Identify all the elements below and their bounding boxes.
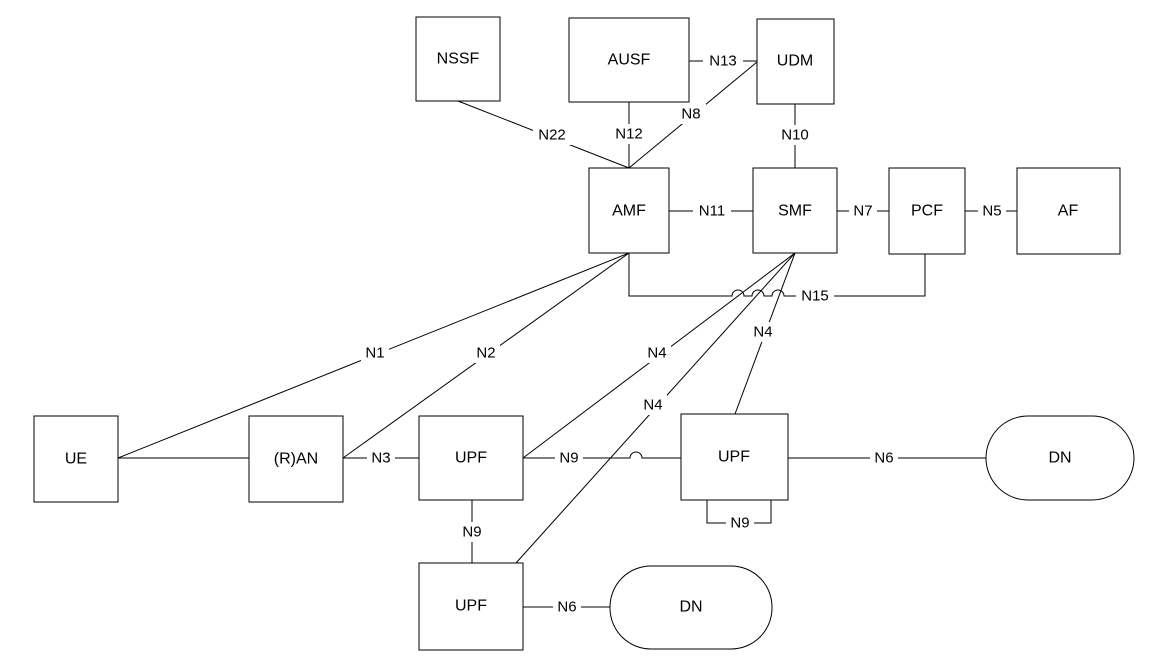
node-ran-label: (R)AN [274, 451, 318, 468]
label-n9-vertical: N9 [462, 524, 481, 541]
node-upf-bottom: UPF [418, 562, 524, 651]
node-upf-right: UPF [680, 413, 789, 501]
nodes: NSSF AUSF UDM AMF SMF PCF AF UE [33, 16, 1135, 651]
label-n9-horizontal: N9 [559, 450, 578, 467]
node-nssf: NSSF [415, 16, 501, 102]
node-pcf-label: PCF [911, 203, 943, 220]
node-upf-bottom-label: UPF [455, 598, 487, 615]
node-dn-right-label: DN [1048, 450, 1071, 467]
label-n9-loop: N9 [730, 515, 749, 532]
link-upf-upf-horizontal [523, 451, 681, 459]
node-upf-main-label: UPF [455, 450, 487, 467]
label-n7: N7 [853, 203, 872, 220]
node-amf-label: AMF [612, 203, 646, 220]
node-ran: (R)AN [248, 415, 344, 503]
node-upf-main: UPF [418, 415, 524, 501]
node-af: AF [1016, 167, 1121, 255]
label-n11: N11 [699, 203, 725, 220]
node-pcf: PCF [888, 167, 966, 255]
label-n12: N12 [615, 126, 643, 143]
label-n15: N15 [801, 288, 829, 305]
node-smf: SMF [752, 167, 838, 254]
node-ausf-label: AUSF [608, 52, 651, 69]
label-n13: N13 [709, 53, 737, 70]
node-ue-label: UE [65, 451, 87, 468]
node-af-label: AF [1058, 203, 1079, 220]
label-n6-bottom: N6 [557, 599, 576, 616]
interface-labels: N22 N12 N8 N13 N10 N11 N7 N5 N15 N1 N2 N… [361, 51, 1006, 617]
label-n3: N3 [371, 450, 390, 467]
label-n10: N10 [781, 127, 809, 144]
label-n4-upf-main: N4 [647, 345, 666, 362]
node-udm: UDM [756, 18, 835, 105]
node-smf-label: SMF [778, 203, 812, 220]
node-udm-label: UDM [777, 53, 813, 70]
label-n2: N2 [476, 345, 495, 362]
label-n4-upf-bottom: N4 [643, 397, 662, 414]
node-amf: AMF [588, 167, 670, 254]
label-n8: N8 [681, 106, 700, 123]
label-n4-upf-right: N4 [753, 324, 772, 341]
node-dn-right: DN [985, 415, 1135, 501]
label-n22: N22 [538, 127, 566, 144]
node-dn-bottom: DN [609, 565, 773, 650]
label-n6-right: N6 [874, 450, 893, 467]
node-nssf-label: NSSF [437, 51, 480, 68]
node-dn-bottom-label: DN [679, 599, 702, 616]
node-ausf: AUSF [568, 17, 690, 103]
node-ue: UE [33, 415, 119, 503]
node-upf-right-label: UPF [718, 449, 750, 466]
label-n5: N5 [982, 203, 1001, 220]
label-n1: N1 [365, 345, 384, 362]
link-amf-pcf [628, 253, 926, 297]
